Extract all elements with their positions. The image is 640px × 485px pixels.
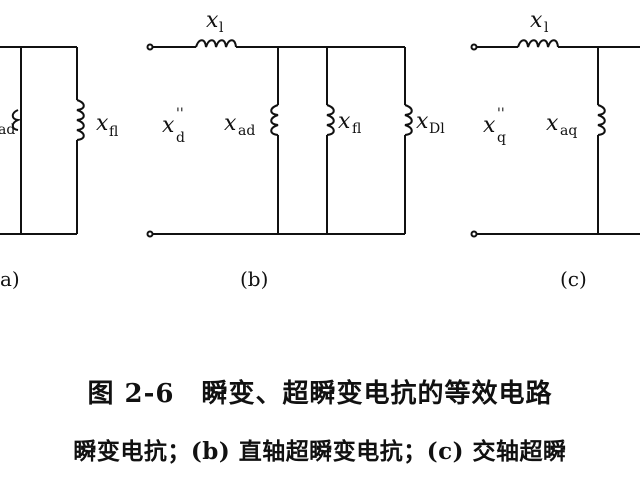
inductor-xfl-a: [77, 100, 84, 140]
label-xq2-c: x: [483, 113, 496, 138]
inductor-xl-c: [518, 40, 558, 47]
caption-b: (b): [240, 267, 268, 291]
circuit-b: [148, 40, 412, 236]
label-xq2-c-sub: q: [497, 130, 506, 146]
terminal-c-bottom: [472, 232, 477, 237]
label-xl-c-sub: l: [544, 20, 549, 36]
label-xd2-b-sub: d: [176, 130, 185, 146]
inductor-xaq-c: [598, 105, 605, 135]
label-xad-b: x: [224, 111, 237, 136]
label-xfl-b-sub: fl: [352, 121, 361, 137]
label-xfl-a: x: [96, 111, 109, 136]
label-xaq-c: x: [546, 111, 559, 136]
circuit-a: [0, 47, 84, 234]
inductor-xdl-b: [405, 105, 412, 135]
figure-title: 图 2-6 瞬变、超瞬变电抗的等效电路: [0, 373, 640, 410]
label-xfl-a-sub: fl: [109, 124, 118, 140]
terminal-c-top: [472, 45, 477, 50]
inductor-xl-b: [196, 40, 236, 47]
label-xdl-b: x: [416, 109, 429, 134]
figure-subcaption: 瞬变电抗；(b) 直轴超瞬变电抗；(c) 交轴超瞬: [0, 432, 640, 466]
terminal-b-top: [148, 45, 153, 50]
label-xl-b: x: [206, 8, 219, 33]
label-xad-b-sub: ad: [238, 123, 255, 139]
label-xq2-c-prime: '': [497, 106, 505, 122]
inductor-xfl-b: [327, 105, 334, 135]
label-xl-b-sub: l: [219, 20, 224, 36]
caption-a: a): [0, 267, 20, 291]
label-xfl-b: x: [338, 109, 351, 134]
inductor-xad-b: [271, 105, 278, 135]
label-xad-partial-a: ad: [0, 122, 15, 138]
terminal-b-bottom: [148, 232, 153, 237]
label-xdl-b-sub: Dl: [429, 121, 445, 137]
label-xd2-b: x: [162, 113, 175, 138]
label-xd2-b-prime: '': [176, 106, 184, 122]
caption-c: (c): [560, 267, 587, 291]
label-xaq-c-sub: aq: [560, 123, 577, 139]
label-xl-c: x: [530, 8, 543, 33]
